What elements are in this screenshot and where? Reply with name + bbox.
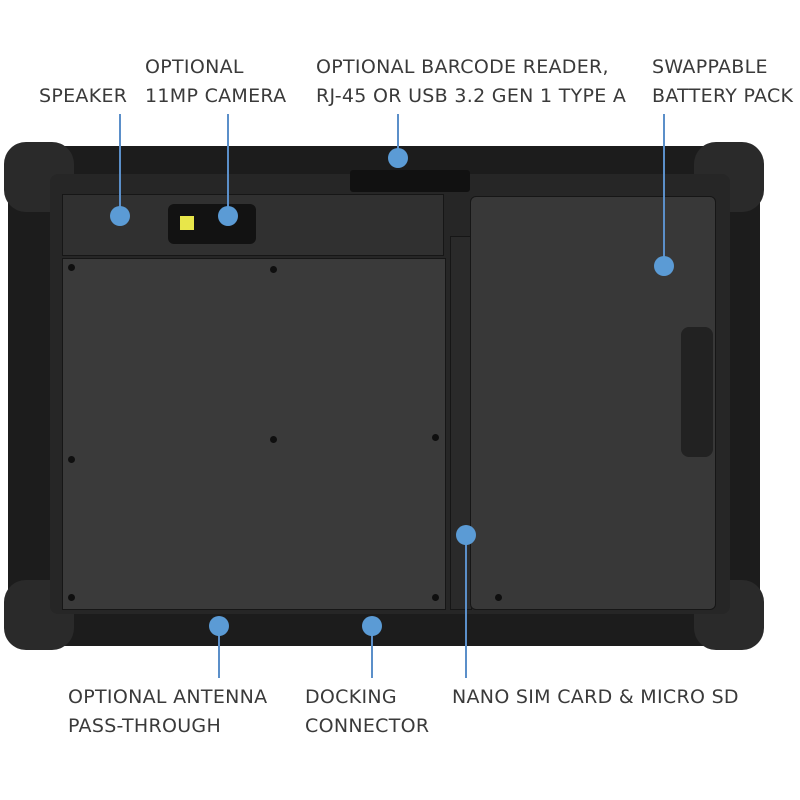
screw	[495, 594, 502, 601]
battery-latch[interactable]	[681, 327, 713, 457]
speaker-label: SPEAKER	[39, 82, 127, 111]
back-frame	[50, 170, 730, 614]
label-line: OPTIONAL BARCODE READER,	[316, 56, 609, 78]
label-line: CONNECTOR	[305, 715, 430, 737]
label-line: OPTIONAL	[145, 56, 244, 78]
screw	[68, 264, 75, 271]
screw	[432, 434, 439, 441]
battery-marker	[654, 256, 674, 276]
barcode-label: OPTIONAL BARCODE READER, RJ-45 OR USB 3.2…	[316, 53, 626, 111]
label-line: BATTERY PACK	[652, 85, 794, 107]
tablet-device	[4, 142, 764, 650]
sim-marker	[456, 525, 476, 545]
battery-pack	[470, 196, 716, 610]
screw	[68, 594, 75, 601]
screw	[270, 436, 277, 443]
screw	[432, 594, 439, 601]
camera-marker	[218, 206, 238, 226]
sim-leader-line	[465, 535, 467, 678]
sim-sd-slot	[450, 236, 472, 610]
camera-label: OPTIONAL 11MP CAMERA	[145, 53, 286, 111]
label-line: SPEAKER	[39, 85, 128, 107]
barcode-marker	[388, 148, 408, 168]
antenna-marker	[209, 616, 229, 636]
camera-leader-line	[227, 114, 229, 216]
label-line: 11MP CAMERA	[145, 85, 287, 107]
label-line: OPTIONAL ANTENNA	[68, 686, 268, 708]
speaker-marker	[110, 206, 130, 226]
antenna-leader-line	[218, 626, 220, 678]
flash-icon	[180, 216, 194, 230]
battery-leader-line	[663, 114, 665, 266]
docking-leader-line	[371, 626, 373, 678]
label-line: PASS-THROUGH	[68, 715, 222, 737]
barcode-reader-port	[350, 170, 470, 192]
label-line: SWAPPABLE	[652, 56, 768, 78]
screw	[270, 266, 277, 273]
camera-module	[168, 204, 256, 244]
barcode-leader-line	[397, 114, 399, 158]
speaker-leader-line	[119, 114, 121, 216]
docking-label: DOCKING CONNECTOR	[305, 683, 429, 741]
label-line: RJ-45 OR USB 3.2 GEN 1 TYPE A	[316, 85, 627, 107]
antenna-label: OPTIONAL ANTENNA PASS-THROUGH	[68, 683, 267, 741]
screw	[68, 456, 75, 463]
label-line: NANO SIM CARD & MICRO SD	[452, 686, 739, 708]
label-line: DOCKING	[305, 686, 397, 708]
docking-marker	[362, 616, 382, 636]
back-cover-panel	[62, 258, 446, 610]
sim-label: NANO SIM CARD & MICRO SD	[452, 683, 739, 712]
battery-label: SWAPPABLE BATTERY PACK	[652, 53, 793, 111]
